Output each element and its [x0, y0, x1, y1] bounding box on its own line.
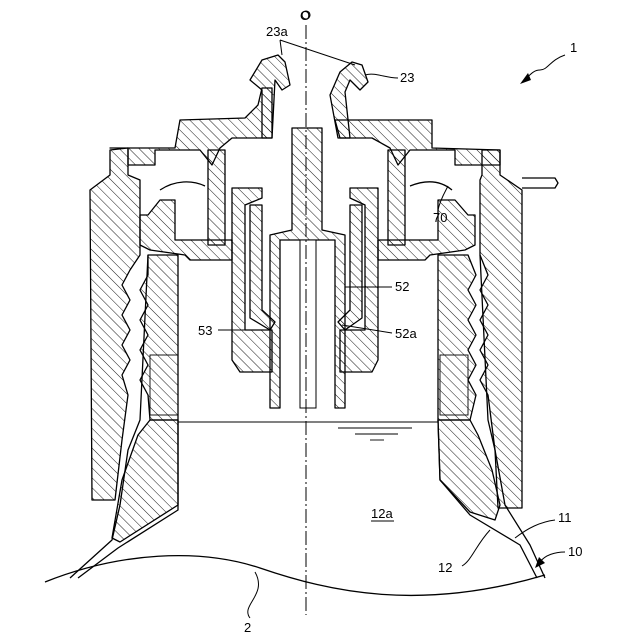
leader-1-arrow	[520, 73, 531, 84]
neck-section-right	[438, 420, 500, 520]
leader-1	[524, 55, 565, 80]
label-11: 11	[558, 510, 572, 525]
valve-membrane-left	[160, 182, 205, 190]
neck-thread-left	[140, 255, 178, 420]
label-70: 70	[433, 210, 447, 225]
label-12a: 12a	[371, 506, 393, 521]
label-12: 12	[438, 560, 452, 575]
side-tab	[522, 178, 558, 188]
axis-label: O	[300, 8, 310, 23]
label-10: 10	[568, 544, 582, 559]
stem-bore	[300, 240, 316, 408]
container-body-outline	[45, 556, 545, 596]
label-53: 53	[198, 323, 212, 338]
neck-thread-right	[438, 255, 476, 420]
leader-2	[248, 572, 259, 618]
guide-post-right	[388, 150, 405, 245]
label-23a: 23a	[266, 24, 288, 39]
label-52a: 52a	[395, 326, 417, 341]
leader-10	[540, 552, 565, 562]
leader-11	[515, 520, 555, 538]
guide-post-left	[208, 150, 225, 245]
label-2: 2	[244, 620, 251, 635]
leader-23a	[280, 40, 355, 65]
cap-skirt-left	[90, 148, 140, 500]
leader-12	[462, 530, 490, 566]
cap-deck-left	[110, 88, 272, 165]
label-23: 23	[400, 70, 414, 85]
label-1: 1	[570, 40, 577, 55]
leader-23	[365, 74, 398, 78]
label-52: 52	[395, 279, 409, 294]
cap-deck-right	[335, 120, 500, 165]
valve-membrane-right	[410, 182, 452, 190]
